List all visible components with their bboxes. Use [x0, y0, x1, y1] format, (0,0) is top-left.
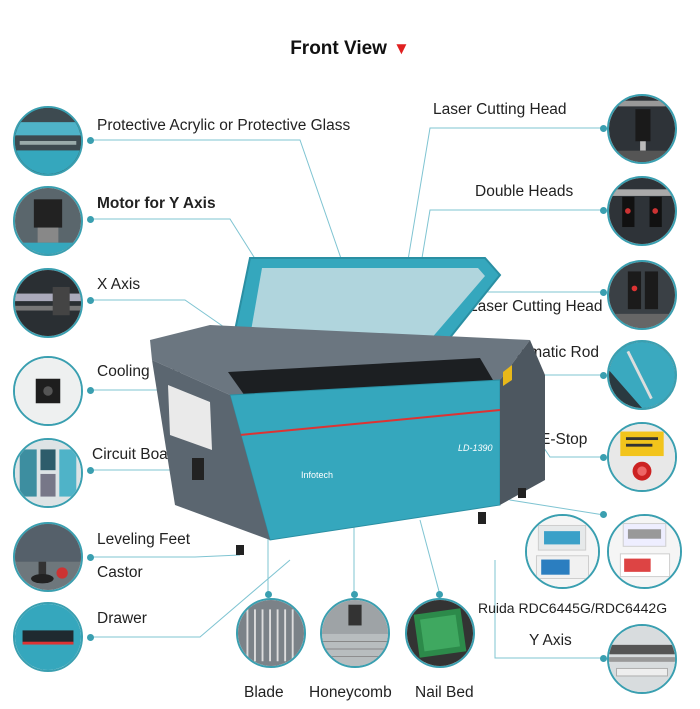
connector-dot: [600, 454, 607, 461]
label-drawer: Drawer: [97, 610, 147, 627]
connector-dot: [87, 387, 94, 394]
circuit-board-thumb: [13, 438, 83, 508]
page-title: Front View▼: [290, 38, 410, 59]
label-motor-y: Motor for Y Axis: [97, 195, 216, 212]
drawer-thumb: [13, 602, 83, 672]
cooling-fan-thumb: [13, 356, 83, 426]
connector-dot: [600, 372, 607, 379]
connector-dot: [600, 289, 607, 296]
label-laser-head-2: Laser Cutting Head: [469, 298, 603, 315]
y-axis-thumb: [607, 624, 677, 694]
connector-dot: [87, 216, 94, 223]
honeycomb-thumb: [320, 598, 390, 668]
label-double-heads: Double Heads: [475, 183, 574, 200]
laser-head-thumb-2: [607, 260, 677, 330]
controller-thumb-2: [607, 514, 682, 589]
x-axis-thumb: [13, 268, 83, 338]
connector-dot: [87, 634, 94, 641]
machine-brand: Infotech: [301, 470, 334, 480]
label-protective-glass: Protective Acrylic or Protective Glass: [97, 117, 351, 134]
motor-y-thumb: [13, 186, 83, 256]
connector-dot: [351, 591, 358, 598]
label-castor: Castor: [97, 564, 143, 581]
connector-dot: [600, 511, 607, 518]
label-estop: E-Stop: [540, 431, 588, 448]
connector-dot: [87, 467, 94, 474]
label-nail-bed: Nail Bed: [415, 684, 474, 701]
nail-bed-thumb: [405, 598, 475, 668]
protective-glass-thumb: [13, 106, 83, 176]
connector-dot: [436, 591, 443, 598]
controller-thumb-1: [525, 514, 600, 589]
label-x-axis: X Axis: [97, 276, 141, 293]
blade-thumb: [236, 598, 306, 668]
label-circuit-board: Circuit Board: [92, 446, 182, 463]
leveling-feet-thumb: [13, 522, 83, 592]
connector-dot: [87, 137, 94, 144]
laser-head-thumb-1: [607, 94, 677, 164]
label-honeycomb: Honeycomb: [309, 684, 392, 701]
double-heads-thumb: [607, 176, 677, 246]
connector-dot: [265, 591, 272, 598]
estop-thumb: [607, 422, 677, 492]
label-blade: Blade: [244, 684, 284, 701]
connector-dot: [87, 297, 94, 304]
red-triangle-icon: ▼: [392, 39, 410, 58]
label-laser-head-1: Laser Cutting Head: [433, 101, 567, 118]
connector-dot: [600, 655, 607, 662]
machine-model: LD-1390: [458, 443, 493, 453]
pneumatic-rod-thumb: [607, 340, 677, 410]
label-y-axis: Y Axis: [529, 632, 572, 649]
connector-dot: [600, 207, 607, 214]
label-controller: Ruida RDC6445G/RDC6442G: [478, 600, 668, 616]
connector-dot: [600, 125, 607, 132]
connector-dot: [87, 554, 94, 561]
label-leveling-feet: Leveling Feet: [97, 531, 191, 548]
